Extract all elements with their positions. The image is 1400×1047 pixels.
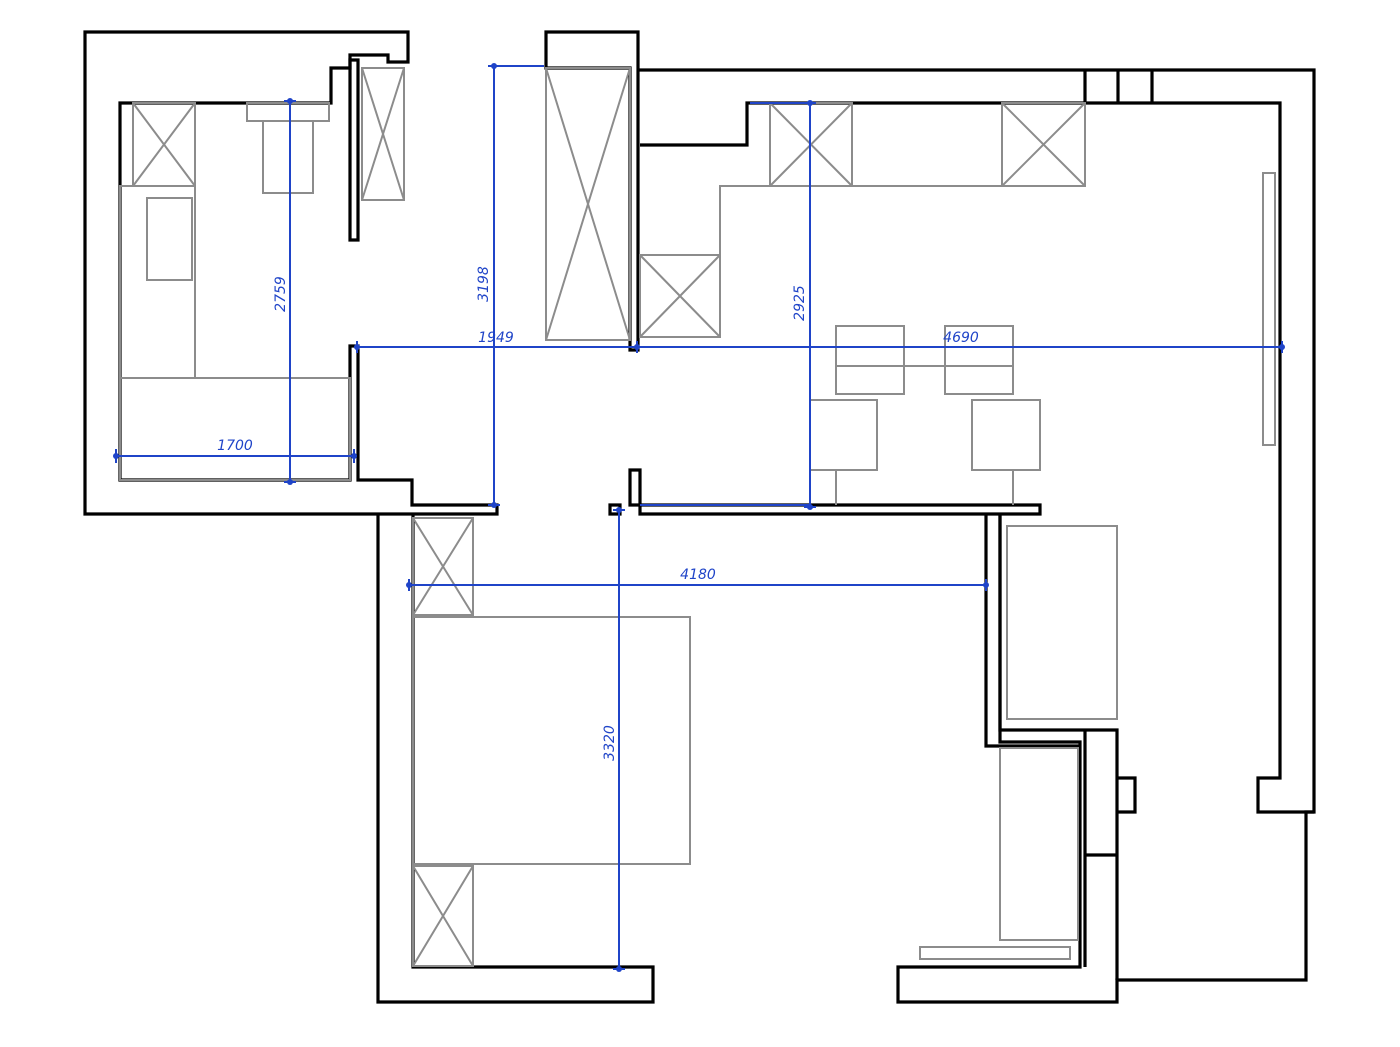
dimension-endpoints — [113, 63, 1285, 972]
wall-kitchen-step — [640, 101, 1314, 814]
wardrobe-left-room — [119, 185, 196, 379]
dining-chair-3 — [809, 399, 878, 471]
dimension-label-2759: 2759 — [273, 276, 289, 312]
dimension-label-4690: 4690 — [943, 330, 979, 346]
furniture — [119, 67, 1276, 967]
shower-tray — [999, 747, 1079, 941]
dimension-3198 — [488, 65, 544, 506]
dimension-label-1700: 1700 — [217, 438, 253, 454]
kitchen-cabinet-2 — [1001, 102, 1086, 187]
dimension-label-3320: 3320 — [602, 725, 618, 761]
kitchen-cabinet-3 — [639, 254, 721, 338]
bedroom-wardrobe-top — [412, 517, 474, 616]
dimension-label-4180: 4180 — [680, 567, 716, 583]
double-bed — [412, 616, 691, 865]
bathtub — [1006, 525, 1118, 720]
walls — [83, 30, 1316, 1004]
wall-window-mullions — [1083, 70, 1154, 103]
dimensions — [115, 65, 1283, 970]
kitchen-counter — [640, 103, 1085, 338]
bed-left-room — [119, 377, 351, 481]
dimension-labels: 1700 2759 3198 1949 4690 2925 4180 3320 — [217, 266, 979, 761]
tv-panel — [1262, 172, 1276, 446]
sink-left-room — [146, 197, 193, 281]
dining-bench — [809, 470, 1014, 505]
wall-bath-niche — [1117, 776, 1137, 814]
bath-shelf — [919, 946, 1071, 960]
cabinet-left-top — [132, 102, 196, 187]
dining-chair-4 — [971, 399, 1041, 471]
desk-left-room — [246, 102, 330, 122]
chair-left-room — [262, 120, 314, 194]
dimension-label-1949: 1949 — [478, 330, 514, 346]
dimension-2925 — [640, 102, 816, 508]
wardrobe-central — [545, 67, 631, 341]
bedroom-wardrobe-bottom — [412, 865, 474, 967]
cabinet-left-narrow — [361, 67, 405, 201]
dimension-label-2925: 2925 — [792, 285, 808, 321]
dining-chair-1 — [835, 325, 905, 395]
dining-chair-2 — [944, 325, 1014, 395]
wall-top-right — [628, 68, 1316, 1004]
wall-left-partition — [348, 58, 360, 242]
dimension-label-3198: 3198 — [476, 266, 492, 302]
